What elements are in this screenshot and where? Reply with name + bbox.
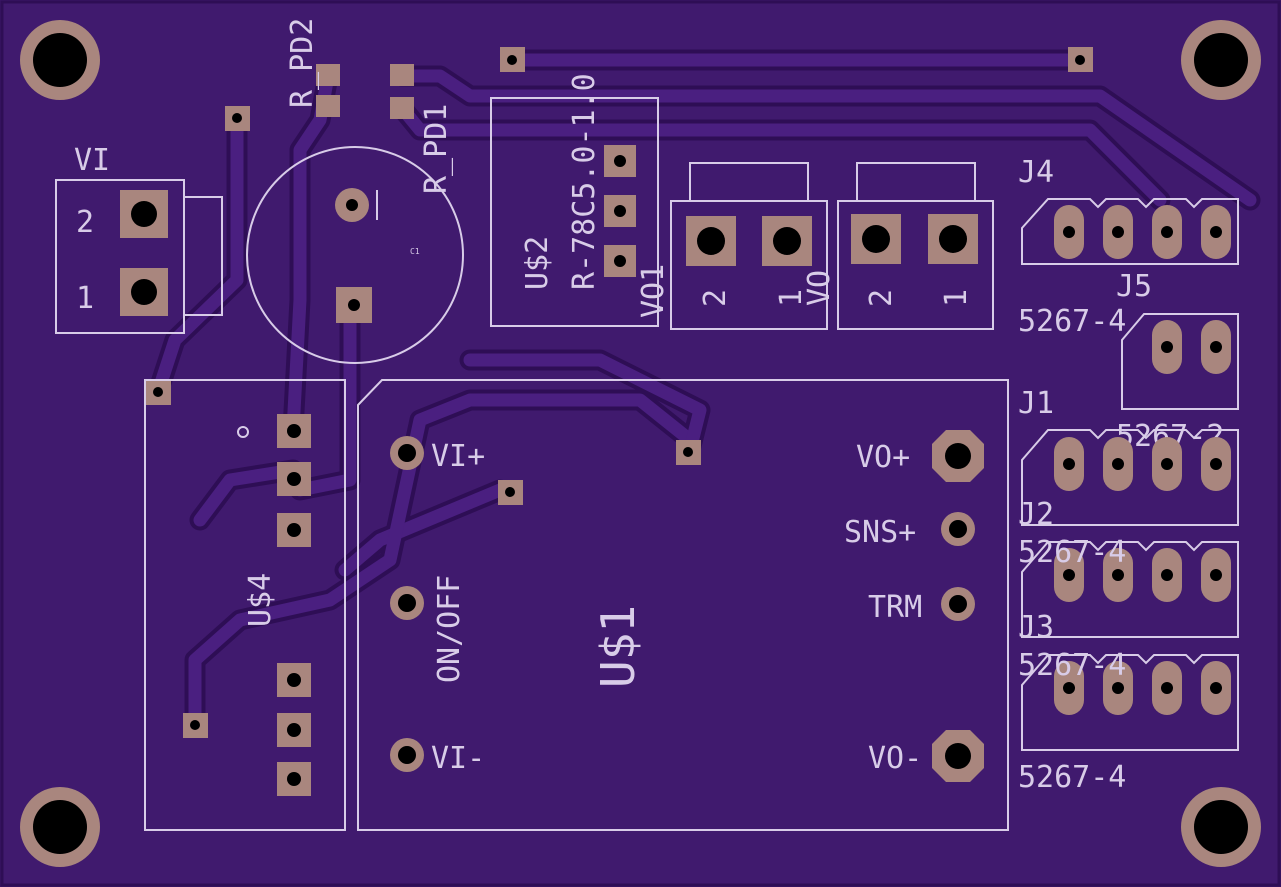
j5-label: J5 xyxy=(1116,269,1152,304)
j1-label: J1 xyxy=(1018,386,1054,421)
vo-terminal: 2 1 xyxy=(837,162,994,330)
j2-value-label: 5267-4 xyxy=(1018,535,1126,570)
j3-label: J3 xyxy=(1018,610,1054,645)
on-off-label: ON/OFF xyxy=(432,575,467,683)
j4-connector: J4 5267-4 xyxy=(1018,155,1239,339)
vo-pin2-label: 2 xyxy=(864,289,899,307)
trm-label: TRM xyxy=(868,590,922,625)
vo1-label: VO1 xyxy=(636,264,671,318)
j2-connector: J2 5267-4 xyxy=(1018,497,1239,638)
j2-label: J2 xyxy=(1018,497,1054,532)
vi-pin1-label: 1 xyxy=(76,281,94,316)
u1-module: VI+ ON/OFF VI- VO+ SNS+ TRM VO- U$1 xyxy=(357,379,1009,831)
mounting-holes xyxy=(20,20,1261,867)
r-pd1-label: R_PD1 xyxy=(419,104,454,194)
r-pd2-label: R_PD2 xyxy=(285,18,320,108)
c1-label: C1 xyxy=(410,247,420,256)
vo-label: VO xyxy=(802,270,837,306)
j4-value-label: 5267-4 xyxy=(1018,304,1126,339)
c1-capacitor: C1 xyxy=(246,146,464,364)
u4-module: U$4 xyxy=(144,379,346,831)
vo-minus-label: VO- xyxy=(868,741,922,776)
j3-value-label: 5267-4 xyxy=(1018,648,1126,683)
u4-name-label: U$4 xyxy=(243,573,278,627)
vo1-pin1-label: 1 xyxy=(774,289,809,307)
sns-plus-label: SNS+ xyxy=(844,515,916,550)
resistors: R_PD2 R_PD1 xyxy=(285,18,454,194)
j3-connector: J3 5267-4 5267-4 xyxy=(1018,610,1239,795)
u1-name-label: U$1 xyxy=(591,605,645,688)
vi-connector: VI 2 1 xyxy=(55,143,223,334)
vo-pin1-label: 1 xyxy=(939,289,974,307)
vias xyxy=(146,47,1093,738)
vo1-pin2-label: 2 xyxy=(698,289,733,307)
j4-label: J4 xyxy=(1018,155,1054,190)
vi-minus-label: VI- xyxy=(431,741,485,776)
j1-connector: J1 xyxy=(1018,386,1239,526)
vi-pin2-label: 2 xyxy=(76,205,94,240)
vo-plus-label: VO+ xyxy=(856,440,910,475)
u2-value-label: R-78C5.0-1.0 xyxy=(567,73,602,290)
vo1-terminal: 2 1 VO xyxy=(670,162,837,330)
u2-regulator: U$2 R-78C5.0-1.0 VO1 xyxy=(490,73,671,327)
vi-plus-label: VI+ xyxy=(431,439,485,474)
u2-name-label: U$2 xyxy=(520,236,555,290)
vi-connector-label: VI xyxy=(74,143,110,178)
bottom-value-label: 5267-4 xyxy=(1018,760,1126,795)
